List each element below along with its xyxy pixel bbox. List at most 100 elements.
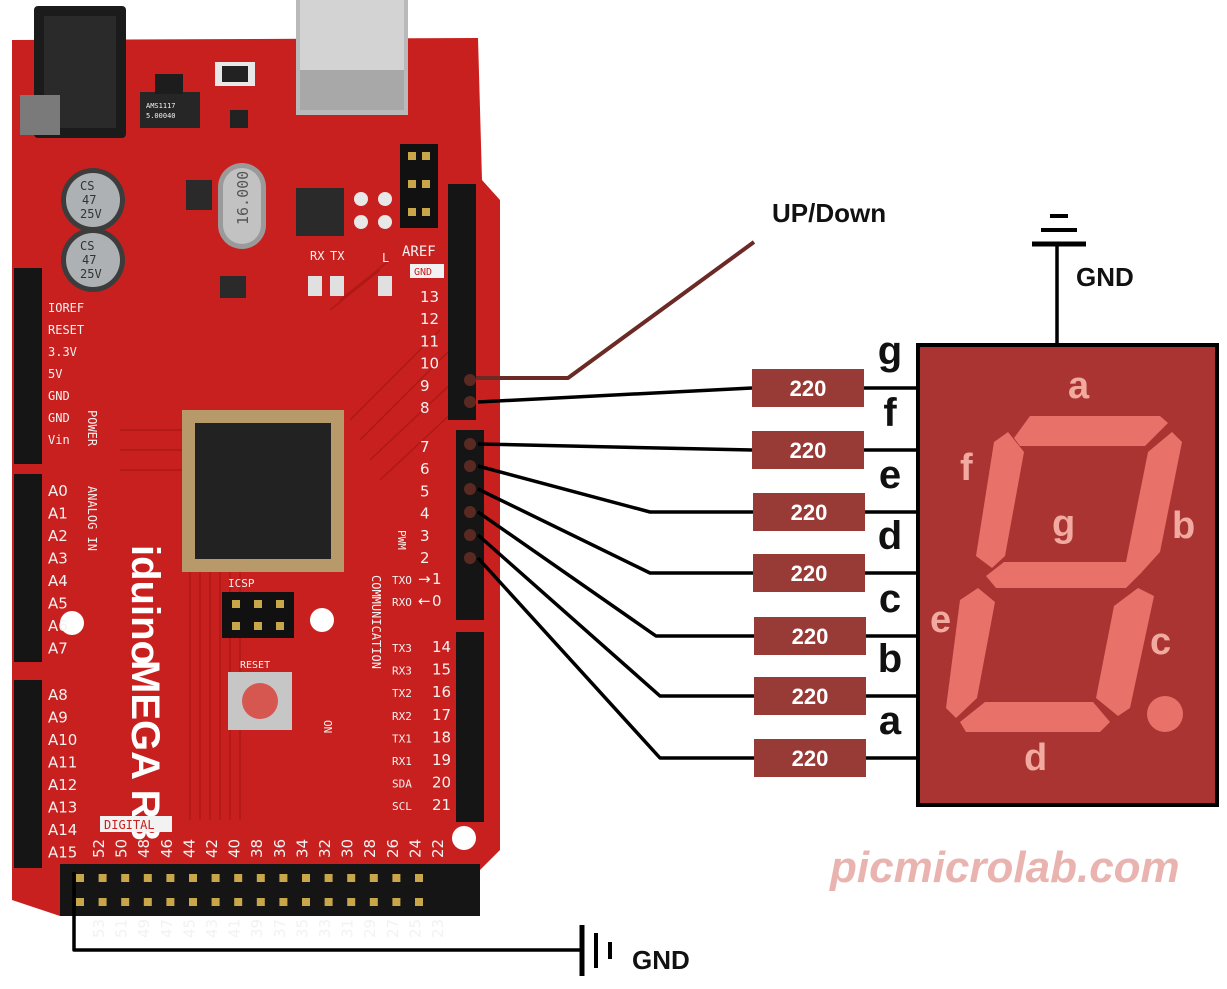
gnd-symbol-bottom xyxy=(579,925,612,976)
header-pin xyxy=(166,898,175,906)
pwm-pin-label: 8 xyxy=(420,399,430,417)
segment-wire xyxy=(476,510,754,638)
reset-button: RESET xyxy=(228,660,292,730)
header-pin-connection xyxy=(464,374,476,386)
board-brand: iduino xyxy=(123,545,167,665)
svg-text:5.00040: 5.00040 xyxy=(146,112,176,120)
svg-text:CS: CS xyxy=(80,179,94,193)
segment-label-e: e xyxy=(930,599,951,641)
digital-pin-label: 47 xyxy=(158,919,176,938)
display-pin-label: d xyxy=(878,514,902,558)
header-pin-connection xyxy=(464,529,476,541)
svg-text:AREF: AREF xyxy=(402,244,436,260)
digital-pin-label: 36 xyxy=(271,839,289,858)
digital-pin-label: 53 xyxy=(90,919,108,938)
pwm-pin-label: 6 xyxy=(420,460,430,478)
segment-label-g: g xyxy=(1052,503,1075,545)
header-pin-connection xyxy=(464,438,476,450)
display-pin-label: c xyxy=(879,577,901,621)
resistor xyxy=(753,554,865,592)
svg-text:DIGITAL: DIGITAL xyxy=(104,818,155,832)
digital-pin-label: 52 xyxy=(90,839,108,858)
header-pin xyxy=(166,874,175,882)
svg-text:16.000: 16.000 xyxy=(234,171,252,225)
pwm-pin-label: 4 xyxy=(420,505,430,523)
display-pin-label: e xyxy=(879,453,901,497)
analog-pin-label: A0 xyxy=(48,482,68,500)
header-pin xyxy=(121,874,130,882)
pwm-pin-label: 12 xyxy=(420,310,439,328)
pwm-pin-label: 9 xyxy=(420,377,430,395)
digital-pin-label: 42 xyxy=(203,839,221,858)
pwm-pin-label: 3 xyxy=(420,527,430,545)
digital-pin-label: 37 xyxy=(271,919,289,938)
updown-label: UP/Down xyxy=(772,198,886,228)
digital-pin-label: 23 xyxy=(429,919,447,938)
digital-pin-label: 49 xyxy=(135,919,153,938)
svg-text:RESET: RESET xyxy=(240,660,270,671)
segment-label-c: c xyxy=(1150,621,1171,663)
header-pin xyxy=(415,874,423,882)
analog-pin-label: A15 xyxy=(48,844,77,862)
header-pin xyxy=(256,898,265,906)
digital-pin-label: 25 xyxy=(406,919,424,938)
header-pin-connection xyxy=(464,552,476,564)
svg-text:47: 47 xyxy=(82,253,96,267)
analog-pin-label: A6 xyxy=(48,617,68,635)
header-pin xyxy=(392,898,401,906)
comm-pin-name: TX2 xyxy=(392,687,412,700)
arduino-mega-board: AMS1117 5.00040 CS 47 25V CS 47 25V 16.0… xyxy=(12,0,500,938)
digital-pin-label: 35 xyxy=(293,919,311,938)
power-pin-label: 3.3V xyxy=(48,345,77,359)
comm-pin-name: RX1 xyxy=(392,755,412,768)
digital-pin-label: 30 xyxy=(339,839,357,858)
watermark: picmicrolab.com xyxy=(829,843,1180,892)
board-model: MEGA R3 xyxy=(123,660,167,841)
svg-text:47: 47 xyxy=(82,193,96,207)
header-pin xyxy=(76,898,84,906)
header-pin xyxy=(98,874,107,882)
analog-pin-label: A8 xyxy=(48,686,68,704)
segment-d xyxy=(960,702,1110,732)
digital-pin-label: 27 xyxy=(384,919,402,938)
analog-pin-label: A13 xyxy=(48,799,77,817)
comm-pin-arrow: → xyxy=(418,570,431,588)
digital-pin-label: 39 xyxy=(248,919,266,938)
power-pin-label: Vin xyxy=(48,433,70,447)
digital-pin-label: 48 xyxy=(135,839,153,858)
analog-pin-label: A12 xyxy=(48,776,77,794)
segment-wire xyxy=(477,464,753,514)
digital-pin-label: 38 xyxy=(248,839,266,858)
analog-pin-label: A9 xyxy=(48,709,68,727)
svg-text:RX: RX xyxy=(310,249,325,263)
segment-b xyxy=(1126,432,1182,574)
header-pin xyxy=(256,874,265,882)
resistor xyxy=(754,739,866,777)
header-pin xyxy=(369,874,378,882)
header-pin xyxy=(189,874,197,882)
segment-label-d: d xyxy=(1024,737,1047,779)
svg-text:AMS1117: AMS1117 xyxy=(146,102,176,110)
comm-pin-arrow: ← xyxy=(418,592,431,610)
comm-pin-name: RXO xyxy=(392,596,412,609)
segment-label-f: f xyxy=(960,447,973,489)
digital-pin-label: 50 xyxy=(113,839,131,858)
usb-connector xyxy=(296,0,408,115)
resistor xyxy=(754,677,866,715)
wiring xyxy=(72,240,1059,952)
segment-f xyxy=(976,432,1024,568)
segment-wire xyxy=(477,487,753,575)
icsp-header: ICSP xyxy=(222,577,294,638)
segment-wire xyxy=(477,386,753,404)
svg-text:25V: 25V xyxy=(80,207,102,221)
power-pin-label: GND xyxy=(48,411,70,425)
digital-pin-label: 44 xyxy=(180,839,198,858)
comm-pin-name: TX1 xyxy=(392,732,412,745)
resistor xyxy=(752,431,864,469)
pwm-header xyxy=(456,430,484,620)
digital-pin-label: 45 xyxy=(180,919,198,938)
gnd-label-top: GND xyxy=(1076,262,1134,292)
comm-pin-number: 16 xyxy=(432,683,451,701)
capacitor-1: CS 47 25V xyxy=(61,168,125,232)
